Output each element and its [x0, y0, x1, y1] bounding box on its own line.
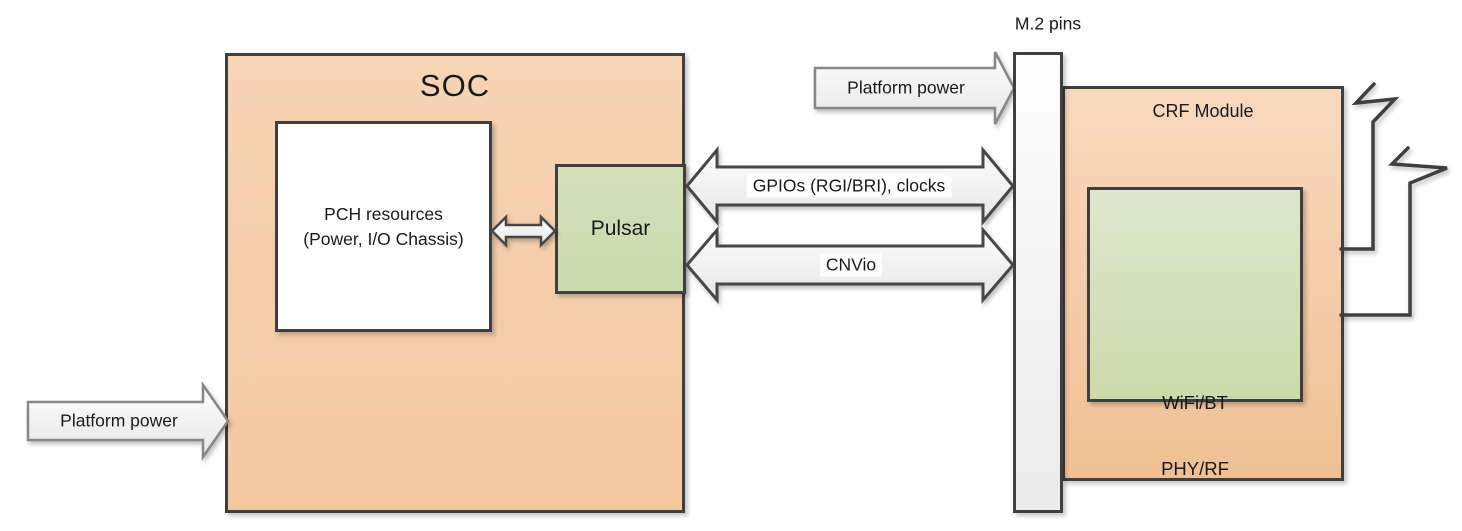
pch-resources-block: PCH resources (Power, I/O Chassis)	[275, 121, 492, 332]
pch-pulsar-double-arrow	[490, 213, 557, 249]
cnvio-label: CNVio	[819, 253, 883, 277]
m2-pins-connector	[1013, 52, 1063, 513]
phy-rf-label: PHY/RF	[1161, 458, 1229, 479]
pch-resources-line1: PCH resources	[324, 203, 443, 224]
gpio-clocks-label: GPIOs (RGI/BRI), clocks	[746, 174, 952, 198]
m2-pins-label: M.2 pins	[1014, 13, 1082, 34]
crf-module-title: CRF Module	[1152, 101, 1254, 121]
soc-title: SOC	[419, 68, 491, 103]
pulsar-label: Pulsar	[590, 217, 651, 240]
platform-power-left-arrow	[26, 381, 230, 461]
platform-power-left-label: Platform power	[60, 410, 178, 431]
pulsar-block: Pulsar	[555, 164, 686, 294]
antenna-icon-bottom	[1339, 146, 1448, 317]
wifi-bt-label: WiFi/BT	[1162, 392, 1228, 413]
platform-power-top-label: Platform power	[847, 77, 965, 98]
pch-resources-line2: (Power, I/O Chassis)	[303, 228, 464, 249]
antenna-icon-top	[1339, 82, 1400, 251]
wifi-bt-phy-rf-block: WiFi/BT PHY/RF	[1087, 187, 1303, 479]
platform-power-top-arrow	[813, 51, 1016, 125]
